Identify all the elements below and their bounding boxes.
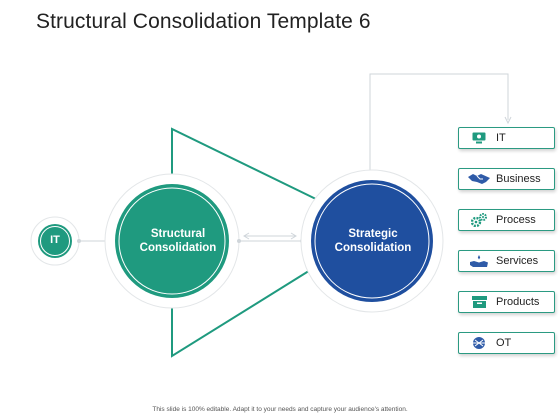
item-business[interactable]: Business [458,168,555,190]
double-arrow-right-head [290,232,297,240]
double-arrow-left-head [243,232,250,240]
item-label: Process [496,214,536,226]
item-label: Products [496,296,540,308]
top-connector [369,73,509,172]
item-services[interactable]: Services [458,250,555,272]
item-label: Business [496,173,541,185]
monitor-icon [466,131,492,145]
structural-label-line-2: Consolidation [139,242,217,254]
globe-icon [466,336,492,350]
hand-service-icon [466,254,492,268]
item-ot[interactable]: OT [458,332,555,354]
it-circle-label: IT [50,234,60,247]
strategic-label-line-1: Strategic [348,227,398,240]
box-icon [466,295,492,309]
connector-dot [77,239,81,243]
strategic-label-line-2: Consolidation [334,242,412,254]
item-label: OT [496,337,512,349]
structural-label-line-1: Structural [150,227,206,240]
top-connector-arrowhead [504,116,512,125]
structural-circle-inner-border [118,187,226,295]
item-it[interactable]: IT [458,127,555,149]
connector-dot [237,239,241,243]
footer-note: This slide is 100% editable. Adapt it to… [152,406,408,413]
item-label: IT [496,132,506,144]
item-products[interactable]: Products [458,291,555,313]
page-title: Structural Consolidation Template 6 [36,10,371,33]
handshake-icon [466,172,492,186]
structural-circle [115,184,229,298]
strategic-circle-inner-border [314,183,430,299]
strategic-circle-label: Strategic Consolidation [312,218,434,264]
item-label: Services [496,255,539,267]
item-process[interactable]: Process [458,209,555,231]
gears-icon [466,213,492,227]
it-circle-inner-border [40,226,70,256]
strategic-circle [311,180,433,302]
it-circle [38,224,72,258]
structural-circle-label: Structural Consolidation [118,218,238,264]
